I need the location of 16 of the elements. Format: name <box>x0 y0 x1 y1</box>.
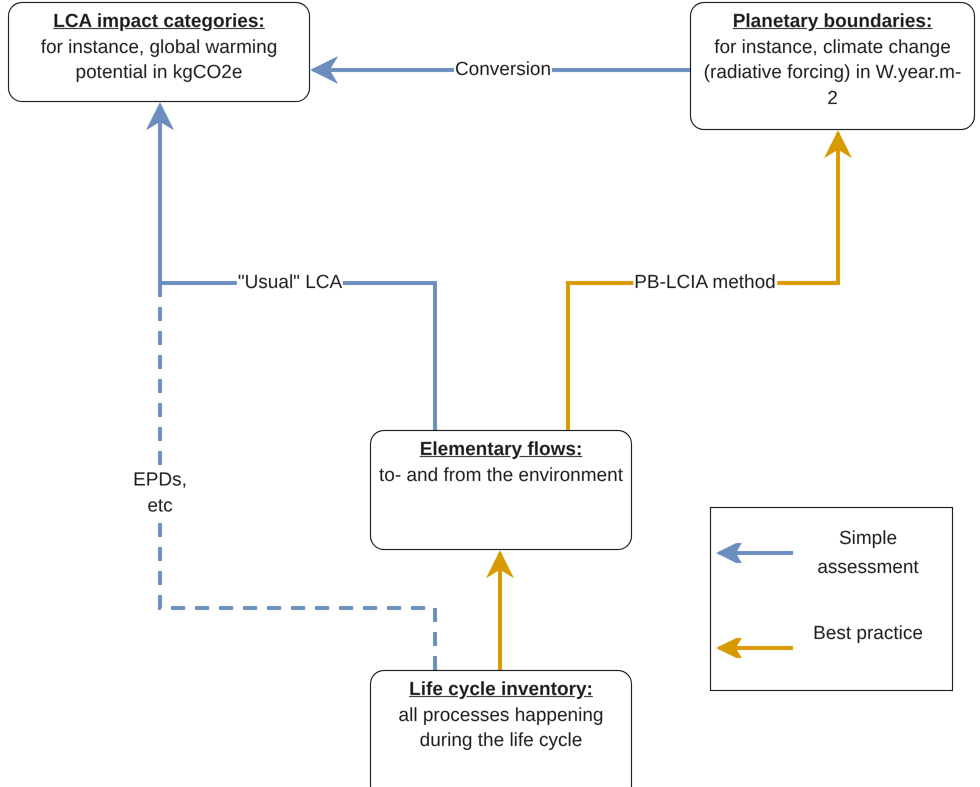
box-text: to- and from the environment <box>379 464 623 488</box>
box-heading: Elementary flows: <box>420 438 582 462</box>
box-heading: Planetary boundaries: <box>732 10 932 34</box>
box-heading: Life cycle inventory: <box>409 678 593 702</box>
box-heading: LCA impact categories: <box>53 10 265 34</box>
box-text: for instance, climate change (radiative forcing) in W.year.m-2 <box>702 36 962 111</box>
legend-label: Best practice <box>812 622 924 646</box>
box-text: all processes happening during the life cycle <box>398 704 604 754</box>
rounded-box <box>690 2 975 130</box>
rounded-box <box>8 2 310 102</box>
rounded-box <box>370 670 632 787</box>
rounded-box <box>370 430 632 550</box>
dashed-arrow <box>146 102 437 670</box>
box-text: for instance, global warming potential in kgCO2e <box>40 36 278 86</box>
legend-label: Simple assessment <box>816 527 920 580</box>
arrow <box>486 550 514 670</box>
